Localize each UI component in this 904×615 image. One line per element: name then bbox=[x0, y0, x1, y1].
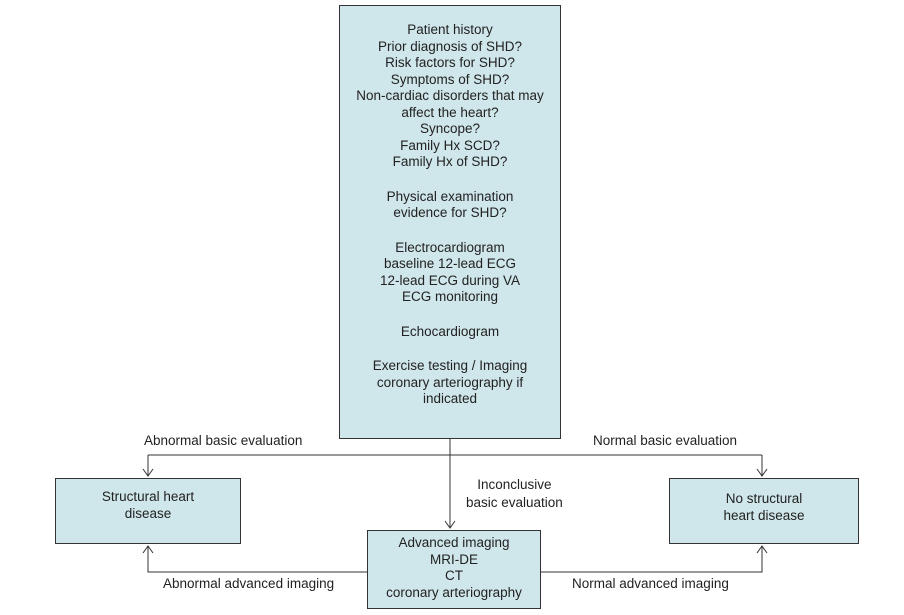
abnormal-basic-evaluation-label: Abnormal basic evaluation bbox=[144, 433, 303, 448]
inconclusive-label-line: Inconclusive bbox=[477, 477, 552, 492]
history-heading: Patient history bbox=[407, 22, 493, 37]
inconclusive-label-line: basic evaluation bbox=[466, 495, 563, 510]
ecg-item: baseline 12-lead ECG bbox=[383, 256, 517, 271]
inconclusive-label: Inconclusive basic evaluation bbox=[466, 476, 563, 512]
echo-heading: Echocardiogram bbox=[400, 323, 500, 339]
right-box-line: No structural bbox=[725, 491, 803, 506]
arrowhead-right-down bbox=[756, 468, 768, 477]
right-box-line: heart disease bbox=[723, 507, 805, 523]
left-box-line: disease bbox=[124, 505, 172, 521]
connector-bottom-to-left bbox=[147, 546, 367, 573]
arrowhead-left-down bbox=[142, 468, 154, 477]
exam-item: evidence for SHD? bbox=[393, 205, 507, 220]
history-item: Symptoms of SHD? bbox=[390, 71, 510, 87]
arrowhead-left-up bbox=[142, 545, 154, 554]
history-item: Family Hx of SHD? bbox=[392, 154, 508, 169]
no-structural-heart-disease-box: No structural heart disease bbox=[669, 478, 859, 544]
normal-basic-evaluation-label: Normal basic evaluation bbox=[593, 433, 738, 448]
history-item: Family Hx SCD? bbox=[400, 137, 500, 153]
advanced-imaging-box: Advanced imaging MRI-DE CT coronary arte… bbox=[367, 530, 541, 609]
ecg-heading: Electrocardiogram bbox=[395, 239, 505, 255]
history-item: affect the heart? bbox=[401, 104, 499, 120]
arrowhead-right-up bbox=[756, 545, 768, 554]
bottom-box-line: Advanced imaging bbox=[398, 535, 510, 550]
bottom-box-line: coronary arteriography bbox=[386, 584, 522, 600]
exercise-item: coronary arteriography if bbox=[376, 374, 524, 390]
exercise-item: indicated bbox=[422, 391, 478, 406]
history-item: Syncope? bbox=[419, 121, 481, 136]
connector-bottom-to-right bbox=[541, 546, 763, 573]
history-item: Non-cardiac disorders that may bbox=[356, 88, 544, 103]
normal-advanced-imaging-label: Normal advanced imaging bbox=[572, 576, 729, 591]
basic-evaluation-box: Patient history Prior diagnosis of SHD? … bbox=[339, 5, 561, 439]
ecg-item: 12-lead ECG during VA bbox=[379, 272, 521, 288]
exercise-heading: Exercise testing / Imaging bbox=[372, 358, 528, 373]
bottom-box-line: CT bbox=[445, 568, 463, 583]
structural-heart-disease-box: Structural heart disease bbox=[55, 478, 241, 544]
ecg-item: ECG monitoring bbox=[401, 289, 499, 304]
history-item: Prior diagnosis of SHD? bbox=[377, 38, 523, 54]
bottom-box-line: MRI-DE bbox=[430, 551, 478, 567]
exam-heading: Physical examination bbox=[386, 188, 514, 204]
left-box-line: Structural heart bbox=[101, 489, 195, 504]
arrowhead-center-down bbox=[444, 520, 456, 529]
history-item: Risk factors for SHD? bbox=[385, 55, 515, 70]
abnormal-advanced-imaging-label: Abnormal advanced imaging bbox=[163, 576, 335, 591]
